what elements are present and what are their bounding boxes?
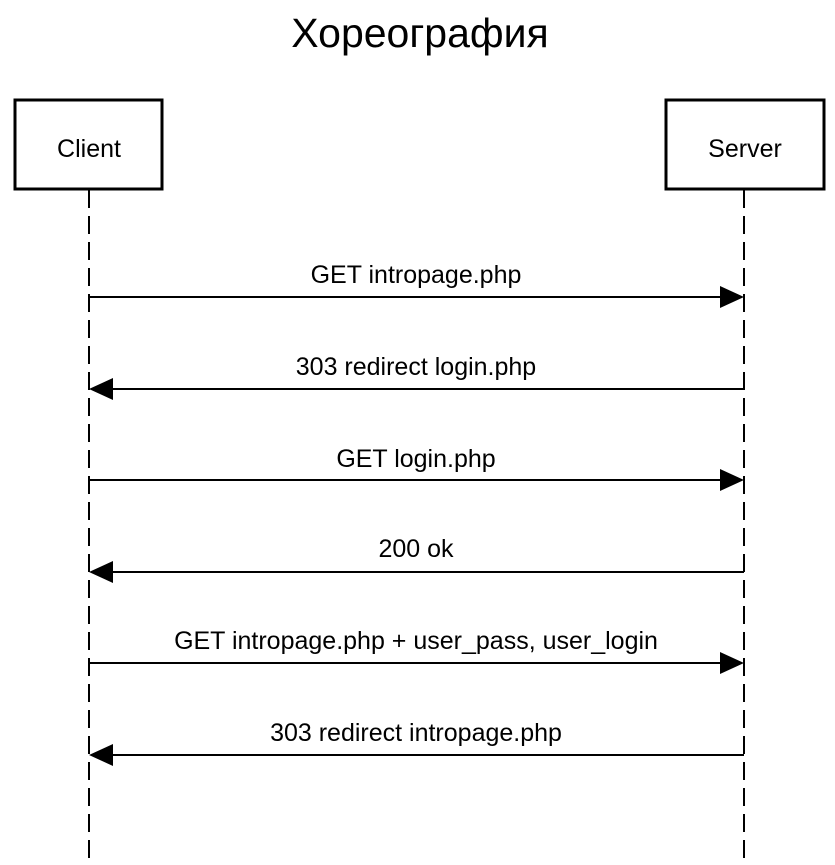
participant-server-box [664, 98, 826, 191]
participant-client: Client [13, 98, 164, 191]
diagram-title: Хореография [291, 10, 549, 56]
message-6-label: 303 redirect intropage.php [270, 719, 562, 747]
participant-client-box [13, 98, 164, 191]
message-5: GET intropage.php + user_pass, user_logi… [89, 627, 744, 674]
message-2: 303 redirect login.php [89, 353, 744, 400]
participant-server-label: Server [708, 135, 782, 163]
participant-client-label: Client [57, 135, 121, 163]
message-3-arrowhead [720, 469, 744, 491]
message-1-arrowhead [720, 286, 744, 308]
message-2-label: 303 redirect login.php [296, 353, 536, 381]
message-5-arrowhead [720, 652, 744, 674]
message-5-label: GET intropage.php + user_pass, user_logi… [174, 627, 658, 655]
message-6-arrowhead [89, 744, 113, 766]
message-1-label: GET intropage.php [311, 261, 522, 289]
message-1: GET intropage.php [89, 261, 744, 308]
message-2-arrowhead [89, 378, 113, 400]
message-6: 303 redirect intropage.php [89, 719, 744, 766]
message-4: 200 ok [89, 535, 744, 583]
message-4-arrowhead [89, 561, 113, 583]
message-3-label: GET login.php [336, 445, 495, 473]
message-4-label: 200 ok [378, 535, 454, 563]
message-3: GET login.php [89, 445, 744, 491]
participant-server: Server [664, 98, 826, 191]
